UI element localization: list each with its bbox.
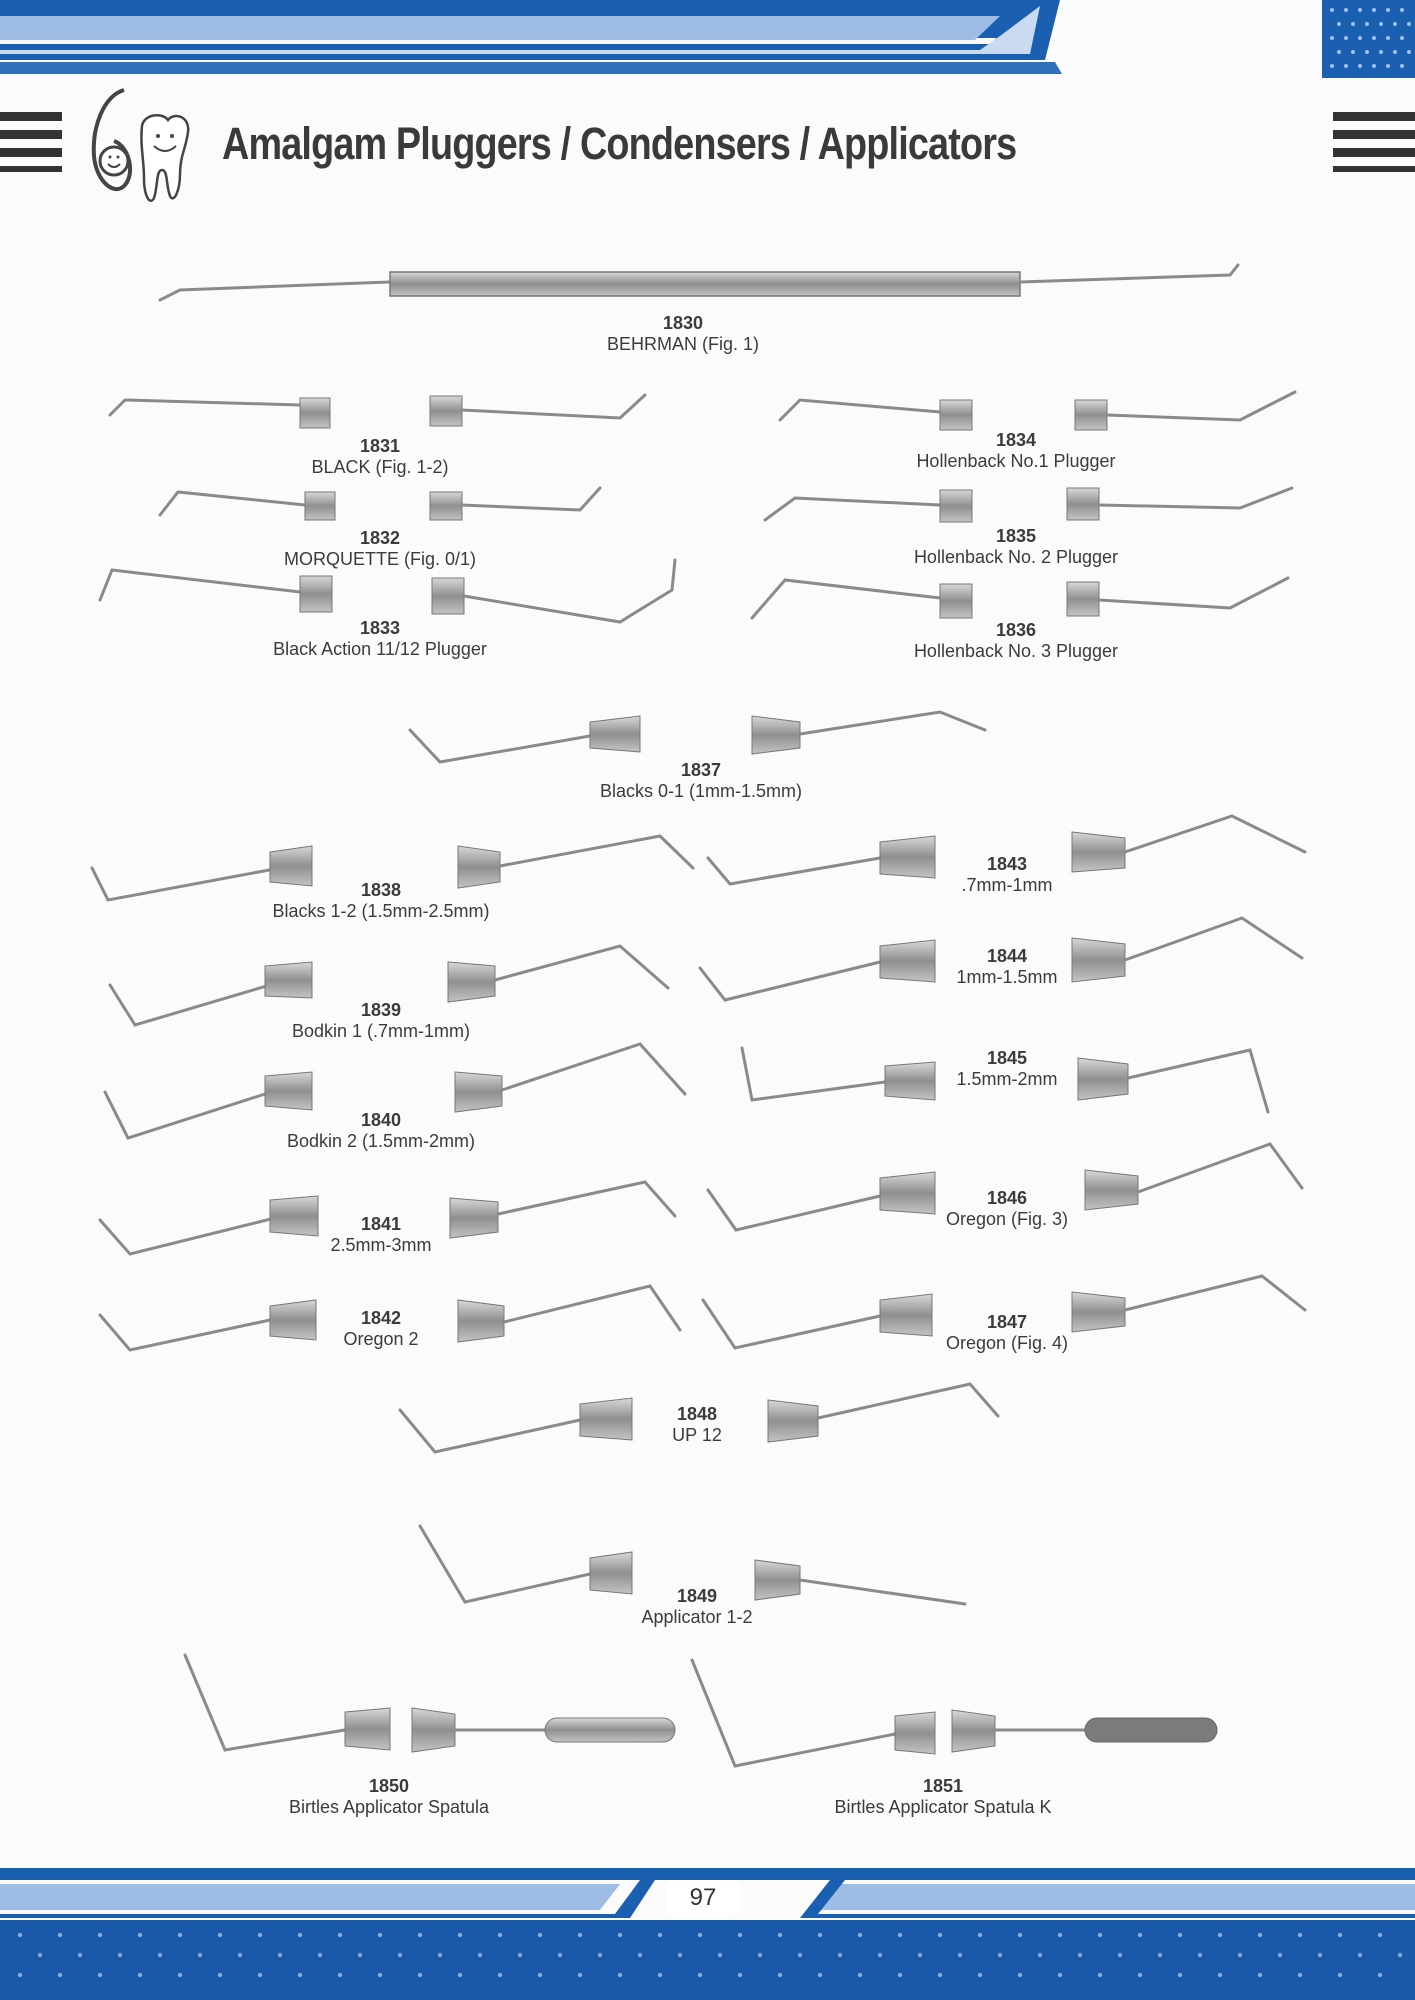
item-name: Birtles Applicator Spatula K — [834, 1797, 1052, 1817]
item-name: Hollenback No. 3 Plugger — [913, 641, 1119, 661]
item-name: Hollenback No.1 Plugger — [916, 451, 1116, 471]
item-code: 1832 — [359, 528, 401, 548]
item-name: Hollenback No. 2 Plugger — [913, 547, 1119, 567]
item-code: 1841 — [360, 1214, 402, 1234]
item-name: Oregon (Fig. 4) — [945, 1333, 1069, 1353]
item-code: 1830 — [662, 313, 704, 333]
item-code: 1848 — [676, 1404, 718, 1424]
item-code: 1851 — [922, 1776, 964, 1796]
item-code: 1831 — [359, 436, 401, 456]
item-name: BLACK (Fig. 1-2) — [311, 457, 449, 477]
item-name: Bodkin 1 (.7mm-1mm) — [291, 1021, 471, 1041]
item-name: Bodkin 2 (1.5mm-2mm) — [286, 1131, 476, 1151]
item-name: 2.5mm-3mm — [330, 1235, 432, 1255]
item-code: 1833 — [359, 618, 401, 638]
item-name: BEHRMAN (Fig. 1) — [606, 334, 760, 354]
instrument-1843: 1843.7mm-1mm — [962, 854, 1053, 896]
item-code: 1847 — [986, 1312, 1028, 1332]
item-code: 1834 — [995, 430, 1037, 450]
item-code: 1836 — [995, 620, 1037, 640]
item-code: 1842 — [360, 1308, 402, 1328]
item-name: Blacks 1-2 (1.5mm-2.5mm) — [272, 901, 490, 921]
item-name: 1mm-1.5mm — [956, 967, 1058, 987]
item-name: Oregon 2 — [343, 1329, 419, 1349]
item-name: Birtles Applicator Spatula — [288, 1797, 490, 1817]
item-name: .7mm-1mm — [961, 875, 1053, 895]
item-code: 1839 — [360, 1000, 402, 1020]
item-code: 1849 — [676, 1586, 718, 1606]
item-name: Blacks 0-1 (1mm-1.5mm) — [599, 781, 803, 801]
dental-mirror-tooth-logo — [91, 88, 190, 203]
item-name: Oregon (Fig. 3) — [945, 1209, 1069, 1229]
item-code: 1843 — [986, 854, 1028, 874]
item-code: 1838 — [360, 880, 402, 900]
item-code: 1840 — [360, 1110, 402, 1130]
item-code: 1846 — [986, 1188, 1028, 1208]
item-name: Black Action 11/12 Plugger — [273, 639, 487, 659]
item-code: 1835 — [995, 526, 1037, 546]
item-name: Applicator 1-2 — [641, 1607, 753, 1627]
page-title: Amalgam Pluggers / Condensers / Applicat… — [222, 118, 1017, 169]
item-name: MORQUETTE (Fig. 0/1) — [283, 549, 477, 569]
page-number: 97 — [666, 1880, 740, 1916]
item-code: 1850 — [368, 1776, 410, 1796]
item-name: UP 12 — [672, 1425, 722, 1445]
item-code: 1845 — [986, 1048, 1028, 1068]
item-code: 1844 — [986, 946, 1028, 966]
item-code: 1837 — [680, 760, 722, 780]
item-name: 1.5mm-2mm — [956, 1069, 1058, 1089]
